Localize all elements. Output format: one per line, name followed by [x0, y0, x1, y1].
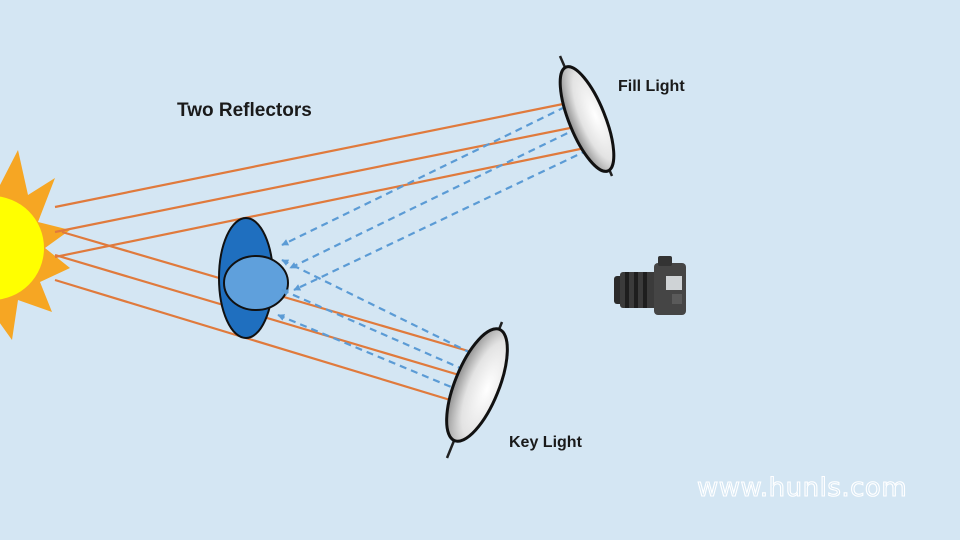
- direct-ray-key-3: [54, 278, 471, 408]
- reflected-ray-fill-1: [281, 106, 566, 246]
- key-light-label: Key Light: [509, 434, 583, 451]
- subject-icon: [218, 217, 289, 339]
- direct-ray-fill-3: [54, 144, 591, 259]
- direct-ray-fill-2: [54, 123, 581, 234]
- reflected-ray-fill-2: [289, 127, 579, 269]
- fill-reflector-icon: [558, 55, 616, 177]
- reflected-ray-key-3: [277, 313, 469, 396]
- reflected-rays: [277, 106, 589, 396]
- reflected-ray-key-2: [281, 288, 475, 376]
- fill-light-label: Fill Light: [618, 78, 685, 95]
- reflected-ray-key-1: [281, 259, 478, 357]
- diagram-title: Two Reflectors: [177, 100, 312, 121]
- direct-rays: [54, 100, 591, 408]
- watermark: www.hunls.com: [697, 473, 907, 503]
- direct-ray-fill-1: [54, 100, 569, 209]
- camera-icon: [614, 256, 686, 315]
- key-reflector-icon: [445, 321, 509, 459]
- sun-icon: [0, 150, 70, 340]
- reflected-ray-fill-3: [293, 149, 589, 291]
